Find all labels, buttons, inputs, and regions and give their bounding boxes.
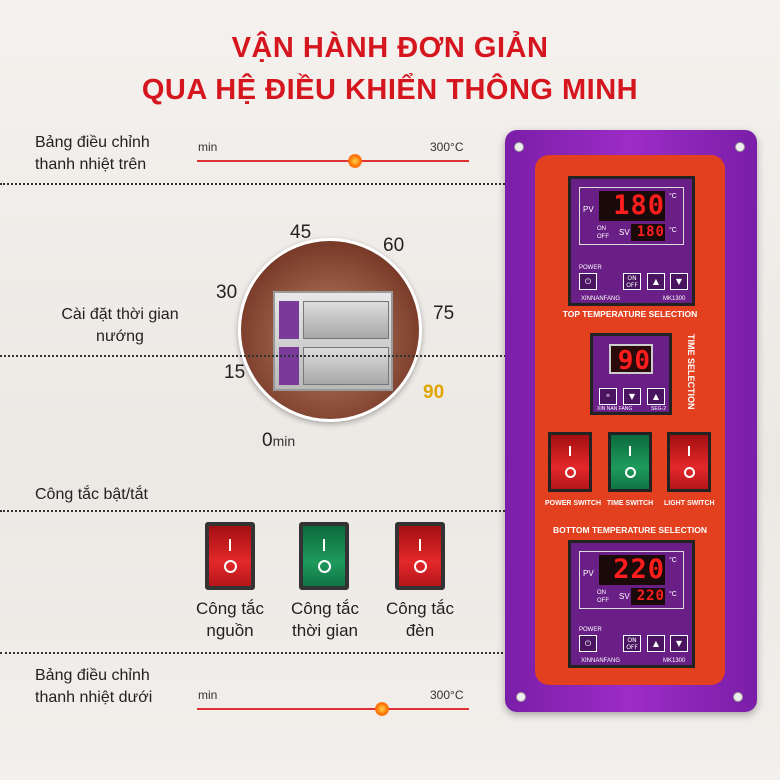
time-selection-caption: TIME SELECTION (686, 334, 696, 410)
down-arrow-icon[interactable]: ▼ (670, 273, 688, 290)
power-switch-label: Công tắc nguồn (175, 598, 285, 642)
sv-label: SV (619, 228, 630, 237)
top-temperature-controller: PV 180 °C ON OFF SV 180 °C POWER ⏻ ON OF… (568, 176, 695, 306)
top-heater-handle[interactable] (348, 154, 362, 168)
label-line: nướng (96, 328, 144, 345)
power-label: POWER (579, 627, 602, 633)
divider (0, 183, 568, 185)
divider (0, 355, 590, 357)
screw-icon (514, 142, 524, 152)
divider (0, 510, 565, 512)
panel-time-switch[interactable] (608, 432, 652, 492)
light-switch-label: Công tắc đèn (365, 598, 475, 642)
brand: XIN NAN FANG (597, 406, 633, 412)
bottom-heater-slider[interactable] (197, 708, 469, 710)
unit: °C (669, 193, 677, 200)
screw-icon (735, 142, 745, 152)
time-switch-caption: TIME SWITCH (606, 500, 654, 507)
divider (0, 652, 575, 654)
oven-image (273, 291, 393, 391)
pv-display: 220 (599, 555, 665, 585)
label-line: Cài đặt thời gian (61, 306, 179, 323)
label-line: đèn (405, 621, 435, 640)
unit: °C (669, 227, 677, 234)
tick-90-selected: 90 (423, 382, 445, 403)
up-arrow-icon[interactable]: ▲ (647, 635, 665, 652)
on-off-button[interactable]: ON OFF (623, 635, 641, 652)
light-switch-caption: LIGHT SWITCH (664, 500, 715, 507)
sv-label: SV (619, 592, 630, 601)
bottom-temperature-controller: PV 220 °C ON OFF SV 220 °C POWER ⏻ ON OF… (568, 540, 695, 668)
label-line: Công tắc (195, 599, 265, 618)
mode-button[interactable]: ≡ (599, 388, 617, 405)
switches-label: Công tắc bật/tắt (35, 486, 148, 503)
sv-display: 220 (631, 588, 665, 605)
model: MK1300 (663, 658, 686, 664)
label-line: Công tắc (385, 599, 455, 618)
tick-30: 30 (216, 282, 238, 303)
power-icon[interactable]: ⏻ (579, 635, 597, 652)
model: MK1300 (663, 296, 686, 302)
unit: °C (669, 591, 677, 598)
top-temperature-caption: TOP TEMPERATURE SELECTION (562, 309, 698, 319)
bottom-temperature-caption: BOTTOM TEMPERATURE SELECTION (552, 525, 708, 535)
timer-dial[interactable] (238, 238, 422, 422)
on-off-button[interactable]: ON OFF (623, 273, 641, 290)
label-line: thanh nhiệt dưới (35, 689, 153, 706)
label-line: thanh nhiệt trên (35, 156, 147, 173)
title-line-2: QUA HỆ ĐIỀU KHIỂN THÔNG MINH (141, 74, 639, 106)
time-switch[interactable] (299, 522, 349, 590)
screw-icon (516, 692, 526, 702)
sv-display: 180 (631, 224, 665, 241)
down-arrow-icon[interactable]: ▼ (670, 635, 688, 652)
light-switch[interactable] (395, 522, 445, 590)
tick-75: 75 (433, 303, 455, 324)
unit: °C (669, 557, 677, 564)
power-icon[interactable]: ⏻ (579, 273, 597, 290)
model: SEG-2 (651, 406, 667, 412)
label-line: Bảng điều chỉnh (35, 134, 150, 151)
tick-15: 15 (224, 362, 246, 383)
top-max-label: 300°C (430, 140, 464, 154)
panel-power-switch[interactable] (548, 432, 592, 492)
panel-light-switch[interactable] (667, 432, 711, 492)
on-indicator: ON (597, 590, 606, 596)
pv-label: PV (583, 569, 594, 578)
tick-45: 45 (290, 222, 312, 243)
label-line: Bảng điều chỉnh (35, 667, 150, 684)
top-heater-label: Bảng điều chỉnh thanh nhiệt trên (35, 132, 150, 176)
on-indicator: ON (597, 226, 606, 232)
title-line-1: VẬN HÀNH ĐƠN GIẢN (231, 32, 549, 64)
power-switch-caption: POWER SWITCH (545, 500, 601, 507)
up-arrow-icon[interactable]: ▲ (647, 388, 665, 405)
label-line: thời gian (292, 621, 358, 640)
label-line: Công tắc (290, 599, 360, 618)
label-line: nguồn (206, 621, 254, 640)
tick-0-value: 0 (262, 430, 273, 451)
pv-label: PV (583, 205, 594, 214)
tick-60: 60 (383, 235, 405, 256)
top-min-label: min (198, 140, 218, 154)
down-arrow-icon[interactable]: ▼ (623, 388, 641, 405)
timer-label: Cài đặt thời gian nướng (40, 304, 200, 348)
time-display: 90 (609, 344, 653, 376)
bottom-heater-label: Bảng điều chỉnh thanh nhiệt dưới (35, 665, 152, 709)
tick-unit: min (272, 433, 296, 449)
time-switch-label: Công tắc thời gian (270, 598, 380, 642)
bottom-heater-handle[interactable] (375, 702, 389, 716)
top-heater-slider[interactable] (197, 160, 469, 162)
pv-display: 180 (599, 191, 665, 221)
screw-icon (733, 692, 743, 702)
off-indicator: OFF (597, 234, 609, 240)
up-arrow-icon[interactable]: ▲ (647, 273, 665, 290)
power-label: POWER (579, 265, 602, 271)
brand: XINNANFANG (581, 296, 621, 302)
brand: XINNANFANG (581, 658, 621, 664)
bottom-max-label: 300°C (430, 688, 464, 702)
bottom-min-label: min (198, 688, 218, 702)
time-controller: 90 ≡ ▼ ▲ XIN NAN FANG SEG-2 (590, 333, 672, 415)
tick-0: 0min (262, 430, 295, 452)
power-switch[interactable] (205, 522, 255, 590)
off-indicator: OFF (597, 598, 609, 604)
